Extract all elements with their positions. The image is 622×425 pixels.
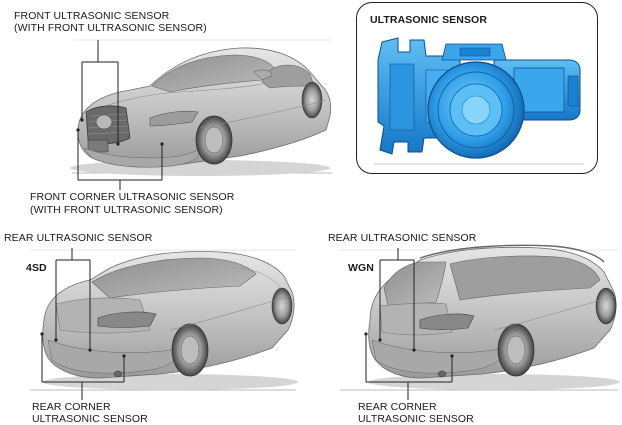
ultrasonic-sensor-icon: [374, 37, 584, 165]
badge-4sd: 4SD: [26, 262, 47, 274]
rear-corner-4sd-label-1: REAR CORNER: [32, 401, 111, 413]
inset-title: ULTRASONIC SENSOR: [370, 14, 488, 26]
rear-wagon: [368, 244, 620, 390]
rear-corner-wgn-label-2: ULTRASONIC SENSOR: [358, 413, 474, 425]
front-car: [70, 47, 332, 176]
front-corner-label-2: (WITH FRONT ULTRASONIC SENSOR): [30, 204, 223, 216]
rear-ultrasonic-4sd-label: REAR ULTRASONIC SENSOR: [4, 232, 153, 244]
rear-ultrasonic-wgn-label: REAR ULTRASONIC SENSOR: [328, 232, 477, 244]
front-ultrasonic-label-1: FRONT ULTRASONIC SENSOR: [14, 10, 170, 22]
rear-corner-wgn-label-1: REAR CORNER: [358, 401, 437, 413]
rear-sedan: [42, 251, 298, 390]
badge-wgn: WGN: [348, 262, 374, 274]
front-corner-label-1: FRONT CORNER ULTRASONIC SENSOR: [30, 191, 235, 203]
rear-corner-4sd-label-2: ULTRASONIC SENSOR: [32, 413, 148, 425]
front-ultrasonic-label-2: (WITH FRONT ULTRASONIC SENSOR): [14, 22, 207, 34]
